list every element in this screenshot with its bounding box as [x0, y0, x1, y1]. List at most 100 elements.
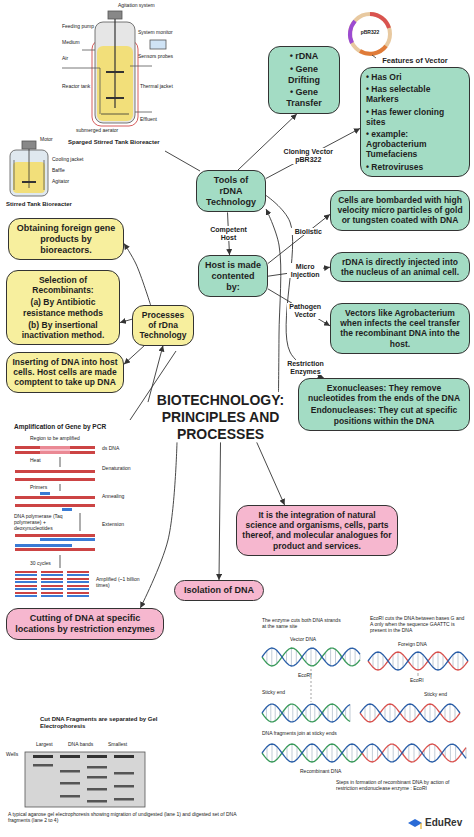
figure-label: Stirred Tank Bioreacter [6, 201, 72, 208]
mind-map-box: Cutting of DNA at specific locations by … [6, 608, 164, 640]
stirred-bioreactor [10, 141, 48, 196]
box-text: It is the integration of natural science… [242, 510, 392, 551]
box-text: Obtaining foreign gene products by biore… [14, 223, 118, 255]
connector-label: Micro Injection [287, 263, 323, 278]
box-text: Isolation of DNA [180, 585, 258, 596]
figure-label: DNA fragments join at sticky ends [262, 731, 372, 737]
mind-map-box: Obtaining foreign gene products by biore… [8, 218, 124, 260]
figure-label: 30 cycles [30, 561, 51, 567]
mind-map-box: Vectors like Agrobacterium when infects … [330, 303, 470, 354]
connector-arrow [266, 195, 324, 378]
box-text: rDNA is directly injected into the nucle… [336, 257, 464, 277]
connector-arrow [257, 442, 285, 505]
box-text: Cutting of DNA at specific locations by … [12, 613, 158, 635]
figure-label: System monitor [138, 30, 173, 36]
box-text: • Has Ori [366, 72, 464, 82]
mind-map-box: Features of Vector • Has Ori • Has selecta… [360, 56, 470, 177]
figure-label: Thermal jacket [140, 84, 173, 90]
mind-map-box: Exonucleases: They remove nucleotides fr… [298, 378, 470, 431]
figure-label: Feeding pump [62, 24, 94, 30]
figure-label: Medium [62, 40, 80, 46]
figure-label: Steps in formation of recombinant DNA by… [336, 780, 464, 792]
leader-line [372, 55, 376, 58]
box-text: • Has fewer cloning sites [366, 107, 464, 127]
figure-label: DNA polymerase (Taq polymerase) + deoxyn… [14, 514, 76, 531]
figure-label: Agitation system [118, 3, 155, 9]
connector-label: Cloning Vector pBR322 [282, 148, 334, 163]
box-text: Processes of rDna Technology [138, 310, 188, 341]
figure-label: Smallest [108, 742, 127, 748]
figure-label: pBR322 [356, 30, 384, 36]
figure-label: DNA bands [68, 742, 93, 748]
box-text: • rDNA [274, 51, 334, 62]
figure-label: The enzyme cuts both DNA strands at the … [262, 618, 344, 630]
figure-label: submerged aerator [76, 128, 118, 134]
central-topic: BIOTECHNOLOGY: PRINCIPLES AND PROCESSES [148, 392, 293, 442]
connector-label: Biolistic [290, 228, 326, 236]
plasmid-pbr322 [350, 14, 390, 54]
watermark: EduRev [425, 817, 462, 829]
figure-label: Denaturation [102, 466, 131, 472]
figure-label: Air [62, 56, 68, 62]
mind-map-box: Inserting of DNA into host cells. Host c… [6, 352, 124, 393]
sparged-bioreactor [62, 11, 166, 126]
edurev-logo [408, 819, 422, 829]
figure-label: A typical agarose gel electrophoresis sh… [8, 812, 244, 824]
connector-arrow [120, 319, 132, 322]
figure-label: Agitator [52, 179, 69, 185]
leader-line [165, 151, 200, 171]
box-text: Exonucleases: They remove nucleotides fr… [304, 383, 464, 403]
mind-map-box: Host is made contented by: [198, 255, 268, 297]
box-text: Selection of Recombinants: [12, 275, 114, 295]
box-text: (a) By Antibiotic resistance methods [12, 297, 114, 317]
box-text: • Has selectable Markers [366, 84, 464, 104]
connector-arrow [140, 442, 177, 608]
mind-map-box: Processes of rDna Technology [132, 305, 194, 346]
figure-label: EcoRI [410, 678, 424, 684]
connector-label: Competent Host [207, 226, 251, 241]
figure-label: Extension [102, 522, 124, 528]
restriction-figure [262, 648, 468, 762]
figure-label: Foreign DNA [398, 642, 427, 648]
figure-label: Sticky end [424, 692, 447, 698]
connector-arrow [268, 289, 330, 326]
figure-label: Annealing [102, 494, 124, 500]
figure-label: Baffle [52, 168, 65, 174]
mind-map-box: rDNA is directly injected into the nucle… [330, 252, 470, 282]
box-text: • Retroviruses [366, 162, 464, 172]
connector-arrow [268, 214, 330, 263]
figure-label: Heat [30, 458, 41, 464]
figure-label: Sticky end [262, 690, 285, 696]
box-heading: Features of Vector [360, 56, 470, 65]
connector-label: Pathogen Vector [287, 303, 323, 318]
connector-arrow [124, 346, 144, 365]
figure-label: Effluent [140, 117, 157, 123]
figure-label: Sparged Stirred Tank Bioreacter [68, 139, 160, 146]
box-text: Cells are bombarded with high velocity m… [336, 195, 464, 226]
connector-arrow [266, 128, 360, 178]
box-text: Inserting of DNA into host cells. Host c… [12, 357, 118, 388]
box-text: • Gene Drifting [274, 64, 334, 86]
connector-arrow [266, 209, 281, 392]
box-text: (b) By insertional inactivation method. [12, 320, 114, 340]
box-text: Vectors like Agrobacterium when infects … [336, 308, 464, 349]
mind-map-box: Selection of Recombinants:(a) By Antibio… [6, 270, 120, 345]
box-text: • Gene Transfer [274, 87, 334, 109]
mind-map-box: Isolation of DNA [174, 580, 264, 601]
mind-map-box: Tools of rDNA Technology [196, 170, 266, 212]
figure-label: Amplification of Gene by PCR [14, 423, 106, 430]
figure-label: Largest [36, 742, 53, 748]
vector-box: • Has Ori • Has selectable Markers • Has f… [360, 67, 470, 177]
box-text: Endonucleases: They cut at specific posi… [304, 405, 464, 425]
figure-label: Region to be amplified [30, 436, 80, 442]
connector-arrow [124, 243, 151, 305]
mind-map-box: It is the integration of natural science… [236, 505, 398, 556]
figure-label: EcoRI cuts the DNA between bases G and A… [370, 616, 468, 633]
figure-label: Primers [30, 485, 47, 491]
connector-arrow [219, 442, 221, 580]
connector-label: Restriction Enzymes [283, 360, 327, 375]
figure-label: Cut DNA Fragments are separated by Gel E… [40, 716, 160, 730]
box-text: Tools of rDNA Technology [202, 175, 260, 207]
figure-label: Recombinant DNA [300, 769, 341, 775]
